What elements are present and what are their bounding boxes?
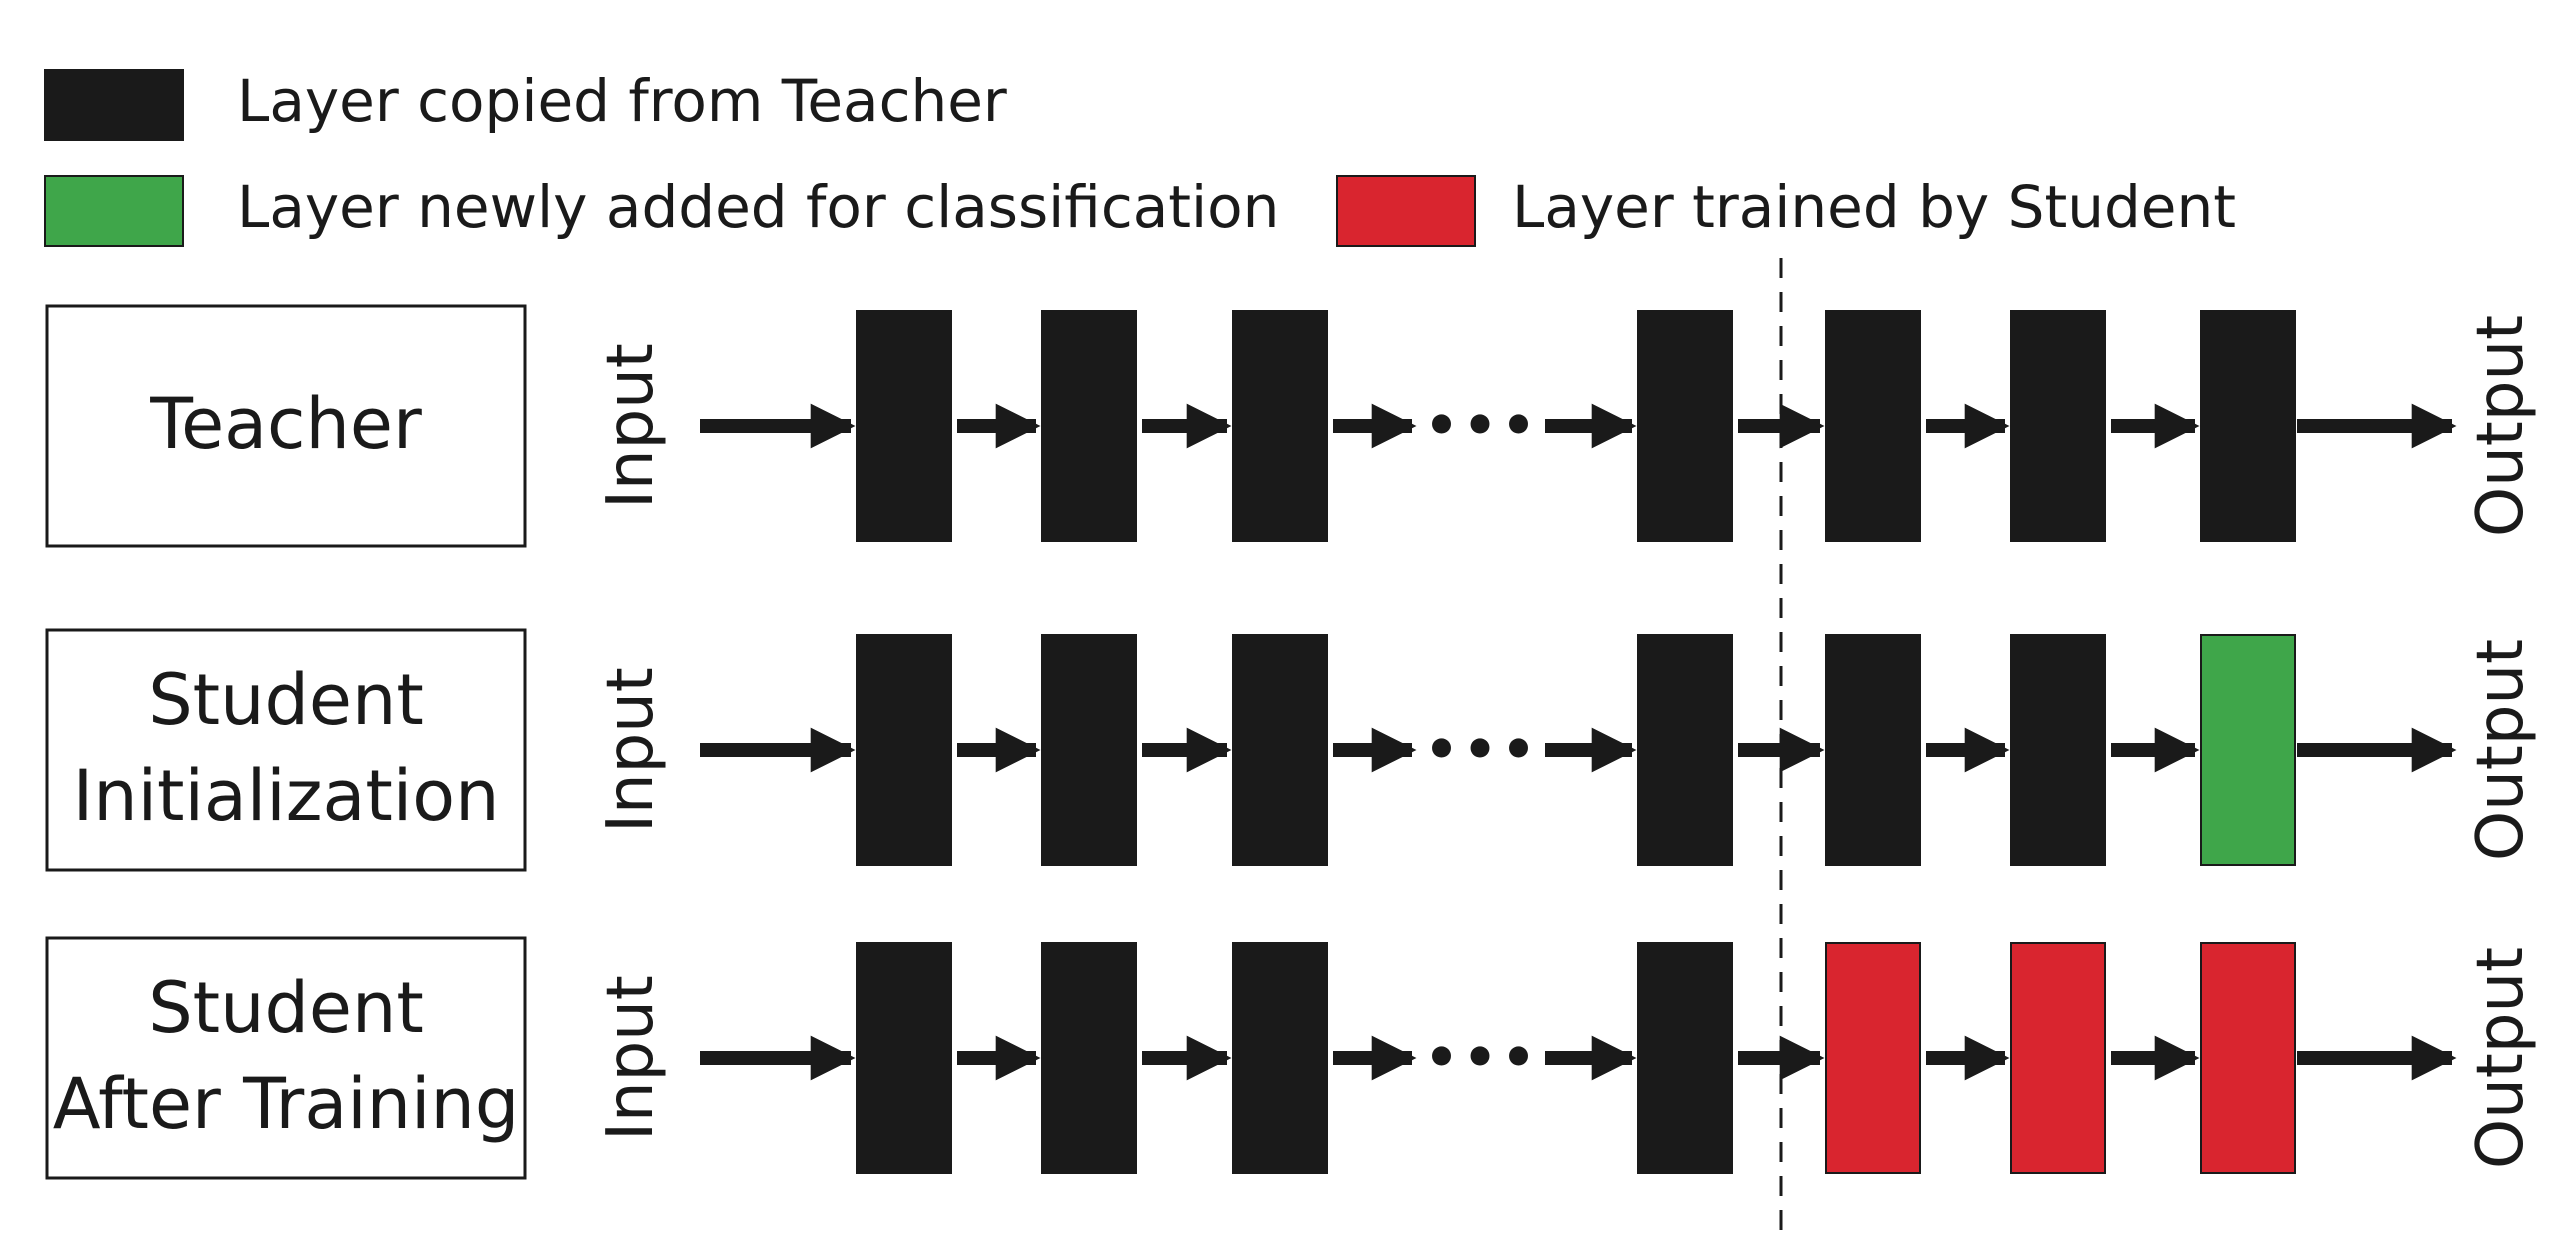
- ellipsis: •••: [1424, 1026, 1540, 1089]
- layer-block-copied: [856, 942, 952, 1174]
- row-label-line: Teacher: [149, 383, 422, 465]
- legend-label-trained: Layer trained by Student: [1512, 173, 2236, 241]
- legend-swatch-copied: [44, 69, 184, 141]
- legend-label-copied: Layer copied from Teacher: [237, 67, 1007, 135]
- row-label-box: [45, 304, 527, 548]
- row-label-line: Initialization: [73, 755, 500, 837]
- layer-block-copied: [1041, 634, 1137, 866]
- input-label: Input: [594, 343, 668, 509]
- output-label: Output: [2464, 639, 2538, 861]
- layer-block-copied: [1637, 310, 1733, 542]
- input-label: Input: [594, 667, 668, 833]
- layer-block-copied: [1232, 634, 1328, 866]
- layer-block-copied: [856, 634, 952, 866]
- layer-block-copied: [1232, 310, 1328, 542]
- layer-block-copied: [1825, 310, 1921, 542]
- legend-label-added: Layer newly added for classification: [237, 173, 1279, 241]
- layer-block-copied: [1041, 310, 1137, 542]
- row-label-box: [45, 936, 527, 1180]
- row-label-line: After Training: [53, 1063, 520, 1145]
- layer-block-copied: [2200, 310, 2296, 542]
- legend-swatch-added: [44, 175, 184, 247]
- legend: Layer copied from Teacher Layer newly ad…: [44, 67, 2236, 247]
- output-label: Output: [2464, 315, 2538, 537]
- layer-block-copied: [1041, 942, 1137, 1174]
- layer-block-trained: [2200, 942, 2296, 1174]
- layer-block-trained: [2010, 942, 2106, 1174]
- legend-swatch-trained: [1336, 175, 1476, 247]
- row-label-line: Student: [148, 659, 424, 741]
- layer-block-copied: [2010, 310, 2106, 542]
- layer-block-added: [2200, 634, 2296, 866]
- layer-block-copied: [856, 310, 952, 542]
- row-teacher: Teacher Input Output •••: [45, 304, 2538, 548]
- row-label-line: Student: [148, 967, 424, 1049]
- layer-block-copied: [1637, 942, 1733, 1174]
- output-label: Output: [2464, 947, 2538, 1169]
- ellipsis: •••: [1424, 718, 1540, 781]
- row-label-box: [45, 628, 527, 872]
- layer-block-copied: [2010, 634, 2106, 866]
- input-label: Input: [594, 975, 668, 1141]
- layer-block-copied: [1637, 634, 1733, 866]
- layer-block-copied: [1232, 942, 1328, 1174]
- layer-block-trained: [1825, 942, 1921, 1174]
- ellipsis: •••: [1424, 394, 1540, 457]
- layer-block-copied: [1825, 634, 1921, 866]
